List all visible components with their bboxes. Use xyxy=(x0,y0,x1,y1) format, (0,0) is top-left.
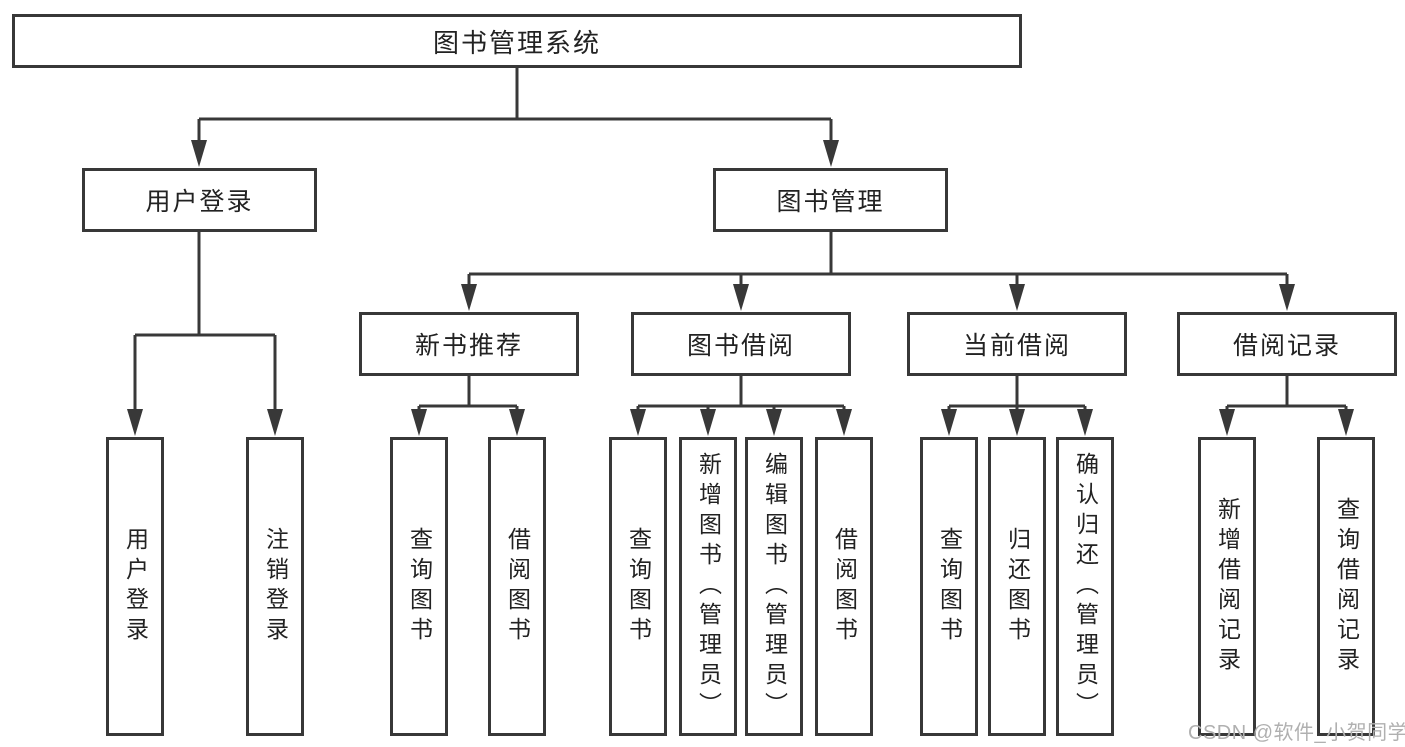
leaf-user-login-label: 用户登录 xyxy=(122,526,149,647)
arrow-down-icon xyxy=(461,284,477,311)
node-root: 图书管理系统 xyxy=(12,14,1022,68)
node-book-borrow-label: 图书借阅 xyxy=(686,332,795,360)
node-borrow-record: 借阅记录 xyxy=(1177,312,1397,376)
leaf-borrow-book-1: 借阅图书 xyxy=(488,437,546,736)
leaf-borrow-book-2-label: 借阅图书 xyxy=(831,526,858,647)
arrow-down-icon xyxy=(700,409,716,436)
leaf-query-book-1-label: 查询图书 xyxy=(406,526,433,647)
arrow-down-icon xyxy=(1009,284,1025,311)
node-current-borrow-label: 当前借阅 xyxy=(962,332,1071,360)
leaf-logout-label: 注销登录 xyxy=(262,526,289,647)
arrow-down-icon xyxy=(733,284,749,311)
arrow-down-icon xyxy=(1219,409,1235,436)
node-book-management: 图书管理 xyxy=(713,168,948,232)
leaf-query-borrow-record: 查询借阅记录 xyxy=(1317,437,1375,736)
leaf-add-borrow-record-label: 新增借阅记录 xyxy=(1214,496,1241,677)
arrow-down-icon xyxy=(1338,409,1354,436)
arrow-down-icon xyxy=(267,409,283,436)
node-new-book-recommend: 新书推荐 xyxy=(359,312,579,376)
leaf-query-book-3: 查询图书 xyxy=(920,437,978,736)
leaf-query-book-2-label: 查询图书 xyxy=(625,526,652,647)
node-borrow-record-label: 借阅记录 xyxy=(1232,332,1341,360)
leaf-edit-book-admin: 编辑图书（管理员） xyxy=(745,437,803,736)
leaf-query-book-1: 查询图书 xyxy=(390,437,448,736)
csdn-watermark: CSDN @软件_小贺同学 xyxy=(1188,722,1405,744)
leaf-confirm-return-admin: 确认归还（管理员） xyxy=(1056,437,1114,736)
leaf-query-borrow-record-label: 查询借阅记录 xyxy=(1333,496,1360,677)
arrow-down-icon xyxy=(766,409,782,436)
node-user-login-label: 用户登录 xyxy=(145,188,254,216)
arrow-down-icon xyxy=(1279,284,1295,311)
arrow-down-icon xyxy=(836,409,852,436)
node-current-borrow: 当前借阅 xyxy=(907,312,1127,376)
arrow-down-icon xyxy=(509,409,525,436)
leaf-query-book-3-label: 查询图书 xyxy=(936,526,963,647)
arrow-down-icon xyxy=(191,140,207,167)
arrow-down-icon xyxy=(127,409,143,436)
arrow-down-icon xyxy=(823,140,839,167)
leaf-return-book-label: 归还图书 xyxy=(1004,526,1031,647)
leaf-add-book-admin-label: 新增图书（管理员） xyxy=(695,451,722,722)
leaf-return-book: 归还图书 xyxy=(988,437,1046,736)
leaf-user-login: 用户登录 xyxy=(106,437,164,736)
leaf-logout: 注销登录 xyxy=(246,437,304,736)
node-user-login: 用户登录 xyxy=(82,168,317,232)
leaf-edit-book-admin-label: 编辑图书（管理员） xyxy=(761,451,788,722)
leaf-add-borrow-record: 新增借阅记录 xyxy=(1198,437,1256,736)
arrow-down-icon xyxy=(941,409,957,436)
leaf-confirm-return-admin-label: 确认归还（管理员） xyxy=(1072,451,1099,722)
node-root-label: 图书管理系统 xyxy=(432,27,601,58)
node-book-borrow: 图书借阅 xyxy=(631,312,851,376)
leaf-borrow-book-2: 借阅图书 xyxy=(815,437,873,736)
arrow-down-icon xyxy=(630,409,646,436)
arrow-down-icon xyxy=(1077,409,1093,436)
leaf-query-book-2: 查询图书 xyxy=(609,437,667,736)
node-new-book-recommend-label: 新书推荐 xyxy=(414,332,523,360)
arrow-down-icon xyxy=(411,409,427,436)
leaf-add-book-admin: 新增图书（管理员） xyxy=(679,437,737,736)
arrow-down-icon xyxy=(1009,409,1025,436)
node-book-management-label: 图书管理 xyxy=(776,188,885,216)
leaf-borrow-book-1-label: 借阅图书 xyxy=(504,526,531,647)
